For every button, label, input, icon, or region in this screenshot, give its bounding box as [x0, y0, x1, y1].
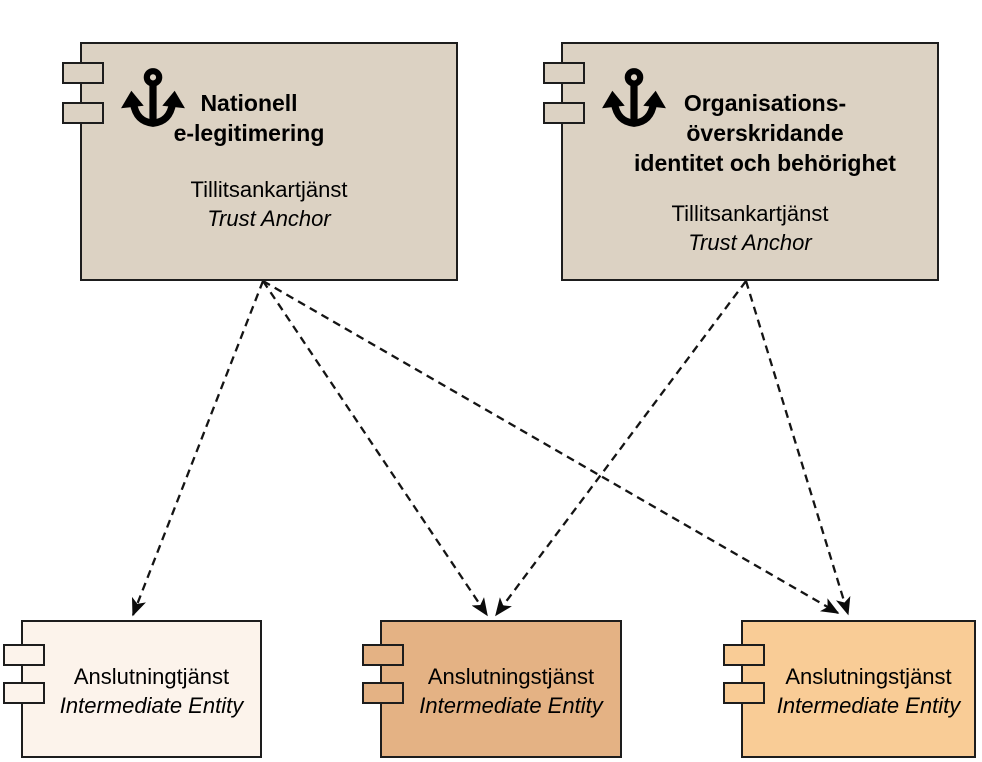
edge-trust-anchor-2-intermediate-2: [495, 280, 747, 617]
component-port: [62, 102, 104, 124]
title-line: överskridande: [686, 120, 844, 146]
component-port: [362, 644, 404, 666]
title-line: Organisations-: [683, 90, 847, 116]
service-label: Tillitsankartjänst Trust Anchor: [82, 175, 456, 233]
component-port: [62, 62, 104, 84]
intermediate-label: Anslutningstjänst Intermediate Entity: [763, 622, 974, 756]
intermediate-label: Anslutningstjänst Intermediate Entity: [402, 622, 620, 756]
intermediate-name: Anslutningstjänst: [785, 664, 952, 689]
trust-anchor-box-national: Nationell e-legitimering Tillitsankartjä…: [62, 42, 458, 281]
edge-trust-anchor-1-intermediate-2: [262, 280, 488, 617]
component-port: [3, 682, 45, 704]
service-label-english: Trust Anchor: [688, 230, 812, 255]
title-line: Nationell: [200, 90, 298, 116]
title-line: e-legitimering: [173, 120, 325, 146]
component-port: [723, 682, 765, 704]
service-label-english: Trust Anchor: [207, 206, 331, 231]
intermediate-role: Intermediate Entity: [419, 693, 603, 718]
service-label-swedish: Tillitsankartjänst: [671, 201, 829, 226]
service-label: Tillitsankartjänst Trust Anchor: [563, 199, 937, 257]
intermediate-box-1: Anslutningtjänst Intermediate Entity: [3, 620, 262, 758]
component-port: [362, 682, 404, 704]
edge-trust-anchor-1-intermediate-3: [262, 280, 840, 614]
component-port: [3, 644, 45, 666]
component-port: [543, 62, 585, 84]
intermediate-box-2: Anslutningstjänst Intermediate Entity: [362, 620, 622, 758]
edge-trust-anchor-1-intermediate-1: [131, 280, 265, 617]
intermediate-name: Anslutningtjänst: [73, 664, 230, 689]
title-line: identitet och behörighet: [634, 150, 896, 176]
trust-anchor-box-organisational: Organisations- överskridande identitet o…: [543, 42, 939, 281]
intermediate-box-3: Anslutningstjänst Intermediate Entity: [723, 620, 976, 758]
component-port: [723, 644, 765, 666]
intermediate-role: Intermediate Entity: [776, 693, 961, 718]
component-port: [543, 102, 585, 124]
box-title: Nationell e-legitimering: [82, 88, 416, 148]
intermediate-label: Anslutningtjänst Intermediate Entity: [43, 622, 260, 756]
edge-trust-anchor-2-intermediate-3: [744, 280, 851, 616]
box-title: Organisations- överskridande identitet o…: [593, 88, 937, 178]
service-label-swedish: Tillitsankartjänst: [190, 177, 348, 202]
intermediate-role: Intermediate Entity: [59, 693, 244, 718]
intermediate-name: Anslutningstjänst: [427, 664, 595, 689]
